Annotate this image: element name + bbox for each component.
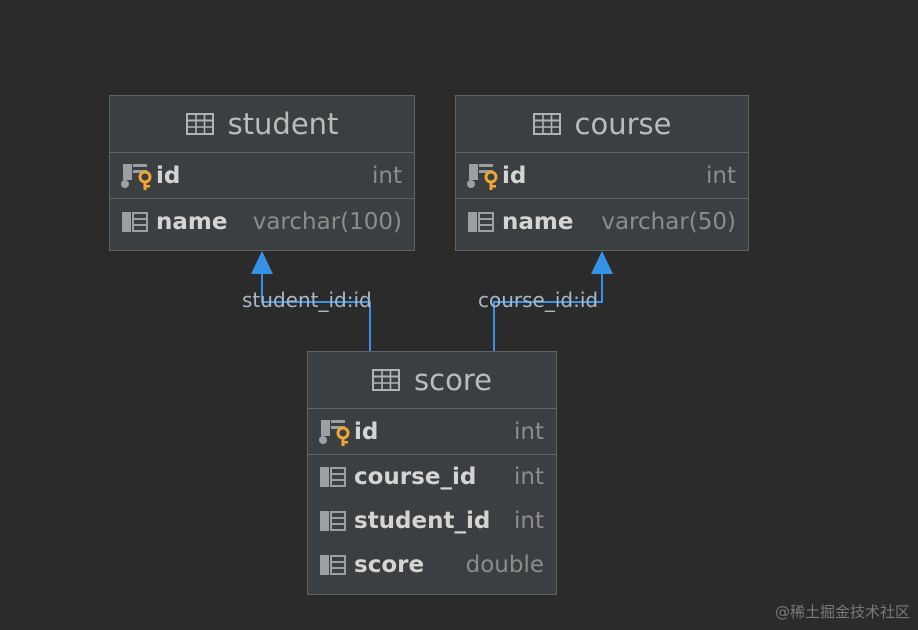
column-icon <box>120 207 156 237</box>
column-type: int <box>514 508 544 534</box>
relation-student-connector[interactable] <box>251 251 371 352</box>
table-score[interactable]: score id int course_id int <box>307 351 557 595</box>
relation-label-student: student_id:id <box>242 288 372 312</box>
table-icon <box>372 369 401 391</box>
table-title: student <box>227 107 339 141</box>
column-type: int <box>706 162 736 189</box>
relation-course-connector[interactable] <box>493 251 613 352</box>
table-student[interactable]: student id int name varchar(100) <box>109 95 415 251</box>
column-name: score <box>354 552 425 578</box>
column-icon <box>318 506 354 536</box>
column-row[interactable]: course_id int <box>308 455 556 499</box>
column-type: int <box>514 464 544 490</box>
column-type: double <box>465 552 544 578</box>
column-name: id <box>156 162 181 189</box>
column-type: varchar(100) <box>252 208 402 235</box>
pk-section: id int <box>110 153 414 199</box>
column-name: id <box>502 162 527 189</box>
watermark: @稀土掘金技术社区 <box>774 603 910 621</box>
pk-section: id int <box>456 153 748 199</box>
primary-key-icon <box>318 417 354 447</box>
columns-section: course_id int student_id int score doubl… <box>308 455 556 587</box>
primary-key-icon <box>466 161 502 191</box>
table-course[interactable]: course id int name varchar(50) <box>455 95 749 251</box>
column-type: varchar(50) <box>601 208 736 235</box>
column-name: course_id <box>354 464 477 490</box>
column-row[interactable]: name varchar(100) <box>110 199 414 244</box>
column-row[interactable]: score double <box>308 543 556 587</box>
column-type: int <box>372 162 402 189</box>
table-header: student <box>110 96 414 153</box>
columns-section: name varchar(50) <box>456 199 748 244</box>
arrowhead-course <box>591 251 613 274</box>
column-name: student_id <box>354 508 491 534</box>
column-row[interactable]: student_id int <box>308 499 556 543</box>
column-name: name <box>502 208 574 235</box>
table-header: score <box>308 352 556 409</box>
table-header: course <box>456 96 748 153</box>
column-type: int <box>514 418 544 445</box>
column-row[interactable]: id int <box>456 153 748 198</box>
arrowhead-student <box>251 251 273 274</box>
table-title: score <box>414 363 492 397</box>
relation-label-course: course_id:id <box>478 288 599 312</box>
primary-key-icon <box>120 161 156 191</box>
column-row[interactable]: name varchar(50) <box>456 199 748 244</box>
column-name: name <box>156 208 228 235</box>
table-icon <box>185 113 214 135</box>
table-title: course <box>574 107 672 141</box>
column-name: id <box>354 418 379 445</box>
column-icon <box>466 207 502 237</box>
column-icon <box>318 550 354 580</box>
column-row[interactable]: id int <box>110 153 414 198</box>
pk-section: id int <box>308 409 556 455</box>
column-row[interactable]: id int <box>308 409 556 454</box>
column-icon <box>318 462 354 492</box>
columns-section: name varchar(100) <box>110 199 414 244</box>
table-icon <box>532 113 561 135</box>
